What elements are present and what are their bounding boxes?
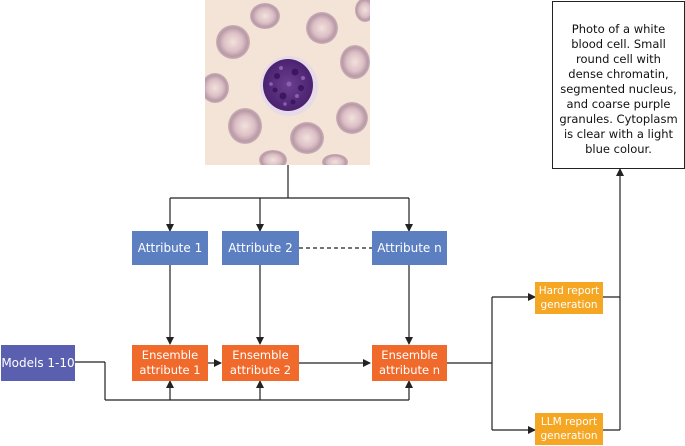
attribute-2-label: Attribute 2 [228,240,293,255]
report-description-box: Photo of a white blood cell. Small round… [552,1,685,169]
blood-cell-image [205,0,370,165]
attribute-n-box: Attribute n [372,231,447,265]
ensemble-n-label: Ensemble attribute n [378,348,441,377]
white-blood-cell [260,56,318,116]
attribute-1-box: Attribute 1 [132,231,208,265]
llm-report-box: LLM report generation [535,413,603,445]
ensemble-1-box: Ensemble attribute 1 [132,345,208,381]
models-box: Models 1-10 [1,345,75,381]
blood-cell-illustration [205,0,370,165]
hard-report-box: Hard report generation [535,282,603,314]
models-label: Models 1-10 [1,355,75,370]
llm-report-label: LLM report generation [540,416,598,442]
ensemble-2-box: Ensemble attribute 2 [222,345,299,381]
ensemble-n-box: Ensemble attribute n [372,345,447,381]
report-description-text: Photo of a white blood cell. Small round… [559,22,678,156]
attribute-2-box: Attribute 2 [222,231,299,265]
ensemble-2-label: Ensemble attribute 2 [229,348,292,377]
attribute-1-label: Attribute 1 [137,240,203,255]
ensemble-1-label: Ensemble attribute 1 [139,348,201,377]
hard-report-label: Hard report generation [538,285,600,311]
red-blood-cells [205,0,370,165]
attribute-n-label: Attribute n [377,240,442,255]
